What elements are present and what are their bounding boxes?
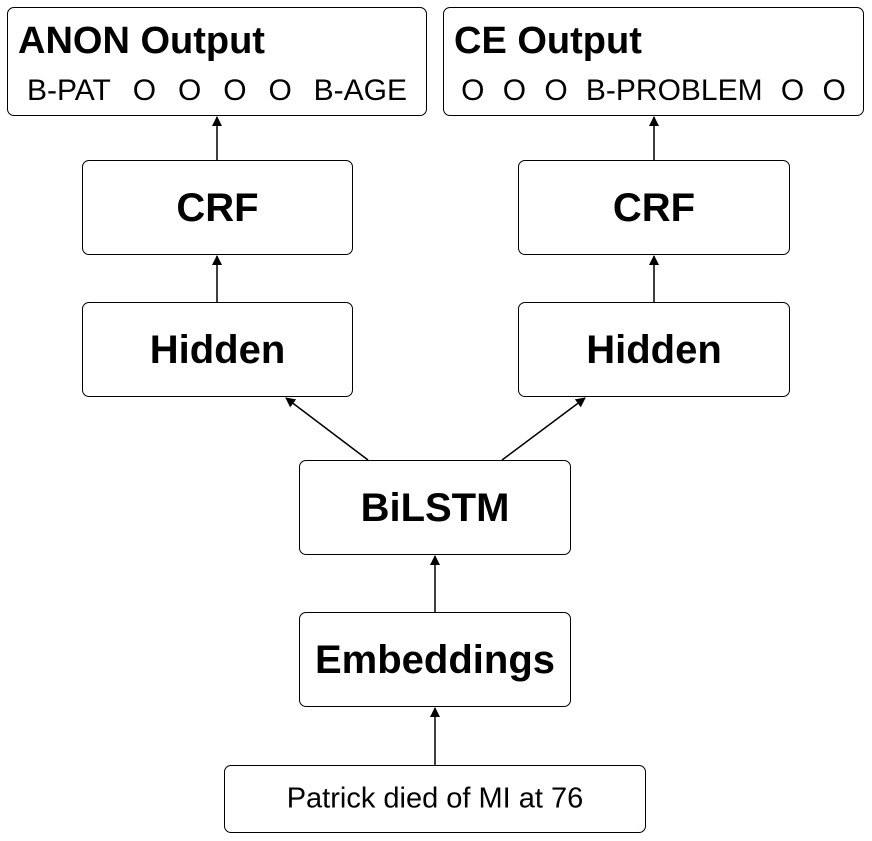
- right-hidden-label: Hidden: [586, 327, 722, 372]
- anon-output-tags: B-PAT O O O O B-AGE: [8, 76, 426, 106]
- ce-output-box: CE Output O O O B-PROBLEM O O: [443, 7, 864, 116]
- anon-output-title: ANON Output: [18, 20, 265, 62]
- bilstm-box: BiLSTM: [299, 460, 571, 555]
- ce-output-title: CE Output: [454, 20, 642, 62]
- right-crf-label: CRF: [612, 185, 696, 230]
- bilstm-label: BiLSTM: [360, 485, 510, 530]
- arrow-bilstm-to-left-hidden: [285, 397, 369, 461]
- input-sentence-box: Patrick died of MI at 76: [224, 765, 646, 833]
- arrow-bilstm-to-right-hidden: [501, 397, 586, 461]
- ce-tag: O: [780, 74, 805, 107]
- ce-tag: O: [502, 74, 527, 107]
- right-hidden-box: Hidden: [518, 302, 790, 397]
- anon-output-box: ANON Output B-PAT O O O O B-AGE: [7, 7, 427, 116]
- left-hidden-label: Hidden: [149, 327, 286, 372]
- embeddings-box: Embeddings: [299, 612, 571, 707]
- anon-tag: B-AGE: [313, 74, 408, 107]
- input-sentence-text: Patrick died of MI at 76: [286, 782, 584, 815]
- ce-tag: B-PROBLEM: [585, 74, 763, 107]
- ce-output-tags: O O O B-PROBLEM O O: [444, 76, 863, 106]
- ce-tag: O: [461, 74, 485, 107]
- anon-tag: B-PAT: [26, 74, 111, 107]
- anon-tag: O: [132, 74, 157, 107]
- ce-tag: O: [544, 74, 568, 107]
- left-crf-label: CRF: [176, 185, 259, 230]
- anon-tag: O: [223, 74, 247, 107]
- anon-tag: O: [177, 74, 202, 107]
- right-crf-box: CRF: [518, 160, 790, 255]
- anon-tag: O: [268, 74, 292, 107]
- left-crf-box: CRF: [82, 160, 353, 255]
- embeddings-label: Embeddings: [314, 637, 556, 682]
- ce-tag: O: [822, 74, 846, 107]
- left-hidden-box: Hidden: [82, 302, 353, 397]
